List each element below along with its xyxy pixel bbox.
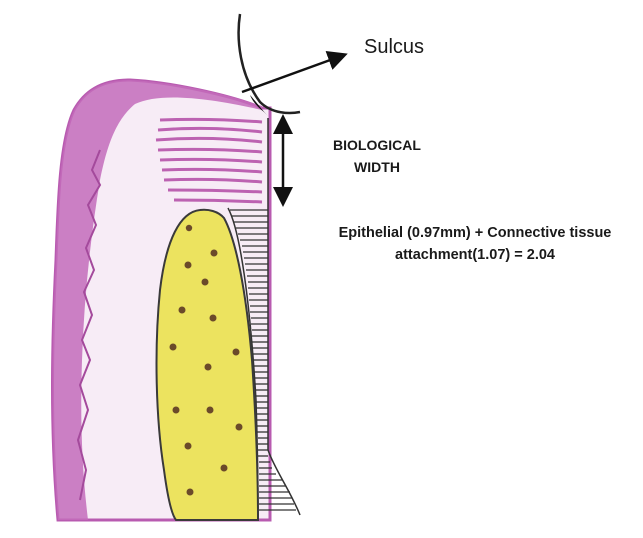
sulcus-arrow [242, 55, 344, 92]
formula-line2: attachment(1.07) = 2.04 [310, 244, 640, 266]
tooth-crown-line [239, 14, 300, 113]
biological-width-label: BIOLOGICAL WIDTH [330, 134, 424, 178]
sulcus-label: Sulcus [364, 36, 424, 59]
biological-width-line1: BIOLOGICAL [330, 134, 424, 156]
formula-line1: Epithelial (0.97mm) + Connective tissue [310, 222, 640, 244]
biological-width-line2: WIDTH [330, 156, 424, 178]
formula-label: Epithelial (0.97mm) + Connective tissue … [310, 222, 640, 266]
